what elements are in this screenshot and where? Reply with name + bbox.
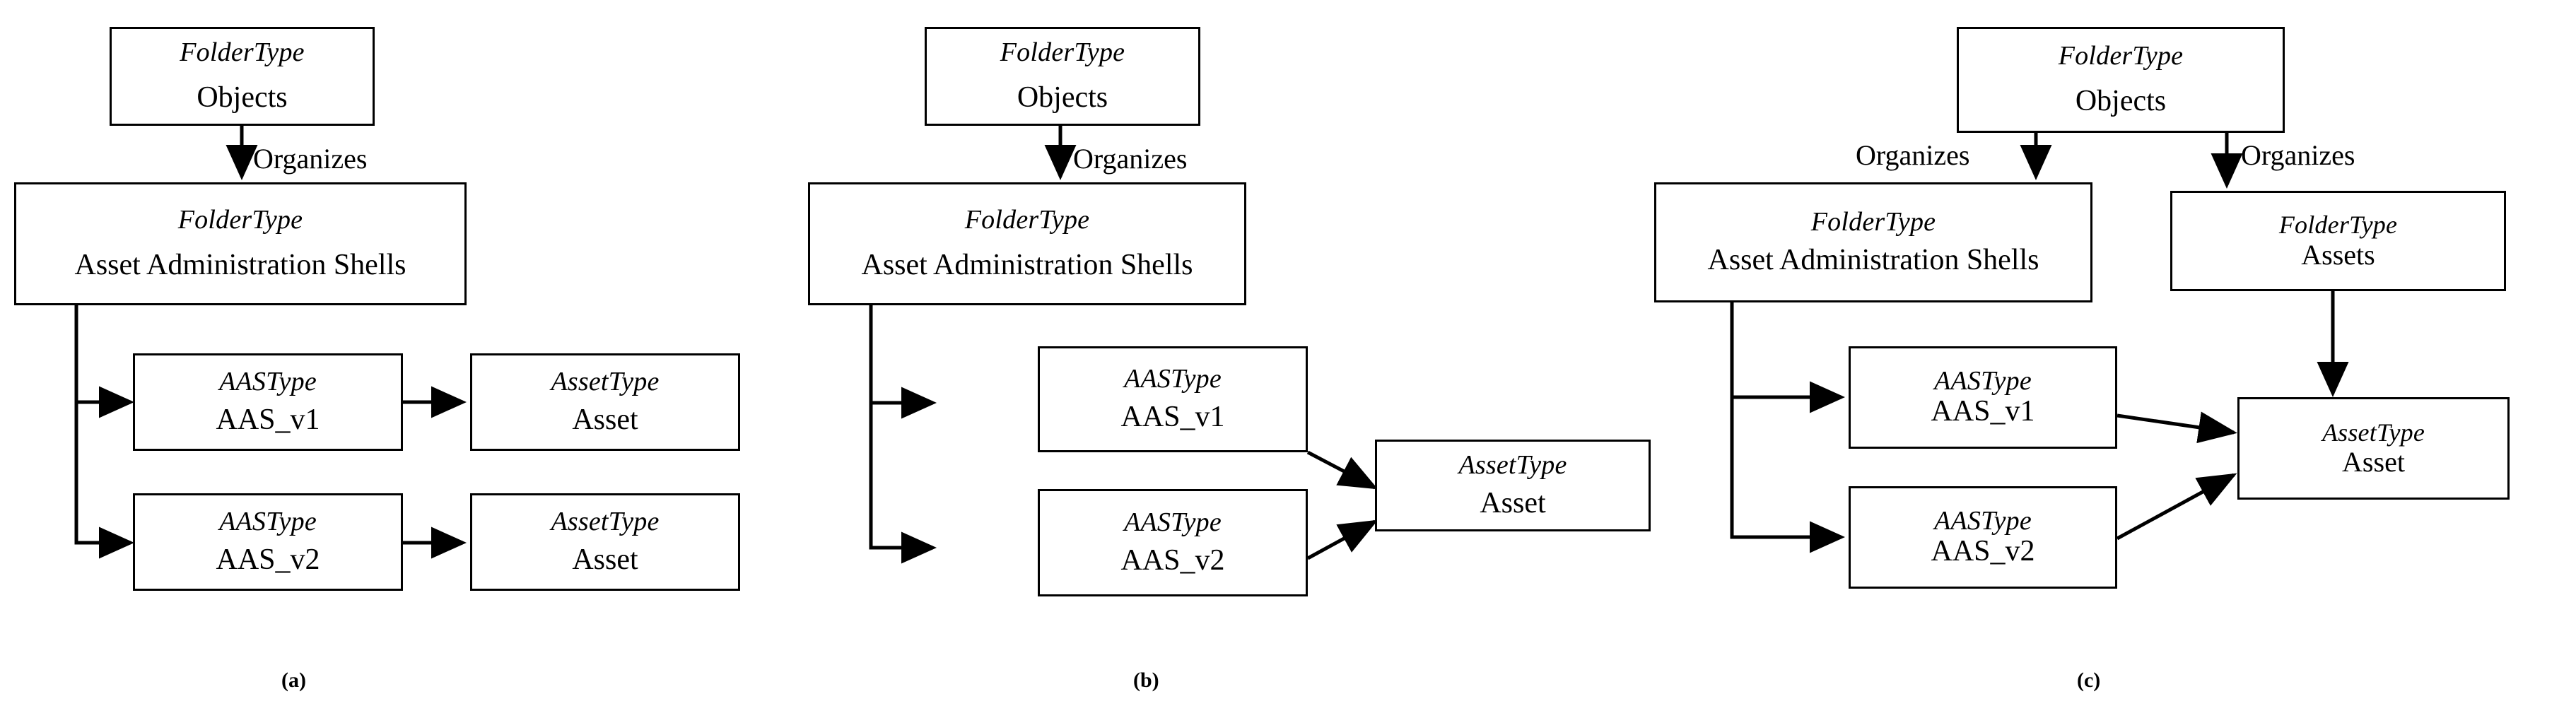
edge-b-aasv1-to-asset xyxy=(1306,450,1378,490)
node-type-label: AASType xyxy=(1124,507,1222,538)
edge-a-aasfolder-to-aas-v2 xyxy=(74,305,134,559)
node-type-label: AssetType xyxy=(2322,418,2425,447)
node-name-label: AAS_v2 xyxy=(1931,535,2035,568)
edge-b-aasfolder-to-aas-v2 xyxy=(869,305,937,564)
node-name-label: AAS_v2 xyxy=(216,543,320,576)
edge-label-b-organizes: Organizes xyxy=(1073,143,1188,175)
node-type-label: FolderType xyxy=(2058,41,2184,71)
edge-label-a-organizes: Organizes xyxy=(253,143,368,175)
node-name-label: Objects xyxy=(2075,84,2167,117)
node-name-label: Assets xyxy=(2301,238,2375,271)
node-a-aas-v2[interactable]: AASType AAS_v2 xyxy=(133,493,403,591)
edge-a-aasfolder-to-aas-v1 xyxy=(74,305,134,418)
node-b-aas-v1[interactable]: AASType AAS_v1 xyxy=(1038,346,1308,452)
node-name-label: Asset xyxy=(2342,446,2405,478)
edge-b-aasv2-to-asset xyxy=(1306,519,1378,560)
node-type-label: AASType xyxy=(1934,365,2032,396)
node-a-aas-folder[interactable]: FolderType Asset Administration Shells xyxy=(14,182,467,305)
edge-c-aasv2-to-asset xyxy=(2116,473,2237,541)
node-type-label: FolderType xyxy=(1810,207,1936,237)
node-b-asset[interactable]: AssetType Asset xyxy=(1375,440,1651,531)
node-a-objects[interactable]: FolderType Objects xyxy=(110,27,375,126)
edge-label-c-organizes-right: Organizes xyxy=(2241,139,2355,171)
node-type-label: AASType xyxy=(219,507,317,537)
node-type-label: FolderType xyxy=(964,205,1090,235)
node-name-label: AAS_v1 xyxy=(216,403,320,436)
edge-b-aasfolder-to-aas-v1 xyxy=(869,305,937,419)
node-a-asset-2[interactable]: AssetType Asset xyxy=(470,493,740,591)
node-type-label: AssetType xyxy=(551,507,660,537)
node-name-label: Asset xyxy=(572,543,638,576)
node-type-label: FolderType xyxy=(177,205,303,235)
panel-caption-b: (b) xyxy=(1133,669,1159,692)
node-name-label: Asset Administration Shells xyxy=(74,248,406,281)
node-name-label: Asset xyxy=(572,403,638,436)
node-c-aas-folder[interactable]: FolderType Asset Administration Shells xyxy=(1654,182,2092,302)
node-b-objects[interactable]: FolderType Objects xyxy=(925,27,1200,126)
node-type-label: AssetType xyxy=(1458,450,1567,481)
node-c-asset[interactable]: AssetType Asset xyxy=(2237,397,2510,500)
node-c-aas-v2[interactable]: AASType AAS_v2 xyxy=(1849,486,2117,589)
node-name-label: Asset xyxy=(1480,486,1546,519)
node-c-aas-v1[interactable]: AASType AAS_v1 xyxy=(1849,346,2117,449)
node-type-label: FolderType xyxy=(1000,37,1125,68)
node-a-asset-1[interactable]: AssetType Asset xyxy=(470,353,740,451)
panel-caption-a: (a) xyxy=(281,669,306,692)
node-type-label: AASType xyxy=(219,367,317,397)
node-b-aas-folder[interactable]: FolderType Asset Administration Shells xyxy=(808,182,1246,305)
node-name-label: Asset Administration Shells xyxy=(1707,243,2039,276)
node-type-label: AASType xyxy=(1934,505,2032,536)
node-name-label: AAS_v1 xyxy=(1120,400,1225,433)
node-a-aas-v1[interactable]: AASType AAS_v1 xyxy=(133,353,403,451)
node-name-label: Objects xyxy=(197,81,288,114)
node-b-aas-v2[interactable]: AASType AAS_v2 xyxy=(1038,489,1308,596)
node-type-label: AssetType xyxy=(551,367,660,397)
panel-caption-c: (c) xyxy=(2077,669,2101,692)
node-type-label: AASType xyxy=(1124,364,1222,394)
node-name-label: Asset Administration Shells xyxy=(861,248,1193,281)
edge-label-c-organizes-left: Organizes xyxy=(1856,139,1970,171)
node-name-label: Objects xyxy=(1017,81,1108,114)
edge-c-aasv1-to-asset xyxy=(2117,411,2237,444)
node-c-assets-folder[interactable]: FolderType Assets xyxy=(2170,191,2506,291)
node-name-label: AAS_v2 xyxy=(1120,543,1225,577)
edge-c-aasfolder-to-aas-v1 xyxy=(1730,302,1845,413)
node-type-label: FolderType xyxy=(2278,211,2398,240)
node-c-objects[interactable]: FolderType Objects xyxy=(1957,27,2285,133)
node-name-label: AAS_v1 xyxy=(1931,395,2035,428)
edge-c-aasfolder-to-aas-v2 xyxy=(1730,302,1845,553)
node-type-label: FolderType xyxy=(180,37,305,68)
